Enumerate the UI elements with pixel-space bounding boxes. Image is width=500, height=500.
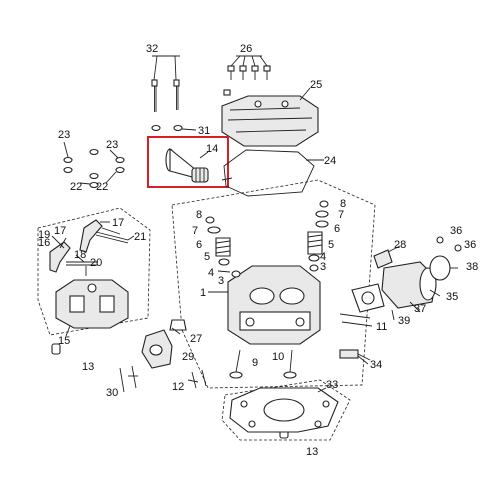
part-14-assembly (165, 147, 209, 183)
label-9: 9 (252, 357, 258, 369)
rocker-arm-assembly (49, 219, 129, 337)
nut-washer-set-left (63, 141, 99, 189)
label-22a: 22 (70, 181, 82, 193)
head-gasket (229, 387, 339, 433)
label-6b: 6 (334, 223, 340, 235)
cover-bolts (223, 55, 271, 96)
label-4a: 4 (208, 267, 214, 279)
nut-washer-set-right (105, 149, 125, 184)
label-32: 32 (146, 43, 158, 55)
label-4b: 4 (320, 251, 326, 263)
leader-lines (59, 227, 458, 393)
spark-plug (339, 349, 371, 361)
label-21: 21 (134, 231, 146, 243)
label-20: 20 (90, 257, 102, 269)
label-37: 37 (414, 303, 426, 315)
label-3b: 3 (320, 261, 326, 273)
label-38: 38 (466, 261, 478, 273)
label-8b: 8 (340, 198, 346, 210)
part-number-labels: 1 3 3 4 4 5 5 6 6 7 7 8 8 9 10 11 12 13 … (38, 43, 478, 458)
label-28: 28 (394, 239, 406, 251)
label-22b: 22 (96, 181, 108, 193)
label-23b: 23 (106, 139, 118, 151)
label-8a: 8 (196, 209, 202, 221)
rocker-arm-group-outline (37, 207, 151, 336)
label-39: 39 (398, 315, 410, 327)
thermostat-housing (141, 319, 187, 369)
washers-31 (151, 124, 197, 132)
label-34: 34 (370, 359, 382, 371)
label-13b: 13 (306, 446, 318, 458)
head-bolts (151, 55, 180, 112)
label-5b: 5 (328, 239, 334, 251)
label-7b: 7 (338, 209, 344, 221)
label-17b: 17 (54, 225, 66, 237)
label-15: 15 (58, 335, 70, 347)
cover-gasket (221, 149, 315, 197)
gasket-group-outline (221, 379, 351, 441)
label-16: 16 (38, 237, 50, 249)
label-27: 27 (190, 333, 202, 345)
valves (229, 349, 297, 379)
label-29: 29 (182, 351, 194, 363)
label-14: 14 (206, 143, 218, 155)
label-12: 12 (172, 381, 184, 393)
label-6a: 6 (196, 239, 202, 251)
label-11: 11 (376, 321, 387, 333)
label-19: 19 (38, 229, 50, 241)
label-35: 35 (446, 291, 458, 303)
intake-assembly (351, 236, 462, 321)
label-23a: 23 (58, 129, 70, 141)
studs (119, 313, 373, 393)
valve-spring-set-right (307, 200, 329, 272)
label-10: 10 (272, 351, 284, 363)
label-36a: 36 (450, 225, 462, 237)
label-13a: 13 (82, 361, 94, 373)
label-31: 31 (198, 125, 210, 137)
label-26: 26 (240, 43, 252, 55)
label-17a: 17 (112, 217, 124, 229)
highlight-box (147, 136, 229, 188)
label-18: 18 (74, 249, 86, 261)
label-5a: 5 (204, 251, 210, 263)
valve-spring-set-left (205, 216, 241, 278)
cylinder-head-group-outline (171, 179, 376, 389)
label-25: 25 (310, 79, 322, 91)
label-3a: 3 (218, 275, 224, 287)
label-7a: 7 (192, 225, 198, 237)
label-33: 33 (326, 379, 338, 391)
cylinder-head (208, 265, 321, 345)
label-30: 30 (106, 387, 118, 399)
valve-cover (221, 87, 319, 147)
label-24: 24 (324, 155, 336, 167)
label-36b: 36 (464, 239, 476, 251)
label-1: 1 (200, 287, 206, 299)
